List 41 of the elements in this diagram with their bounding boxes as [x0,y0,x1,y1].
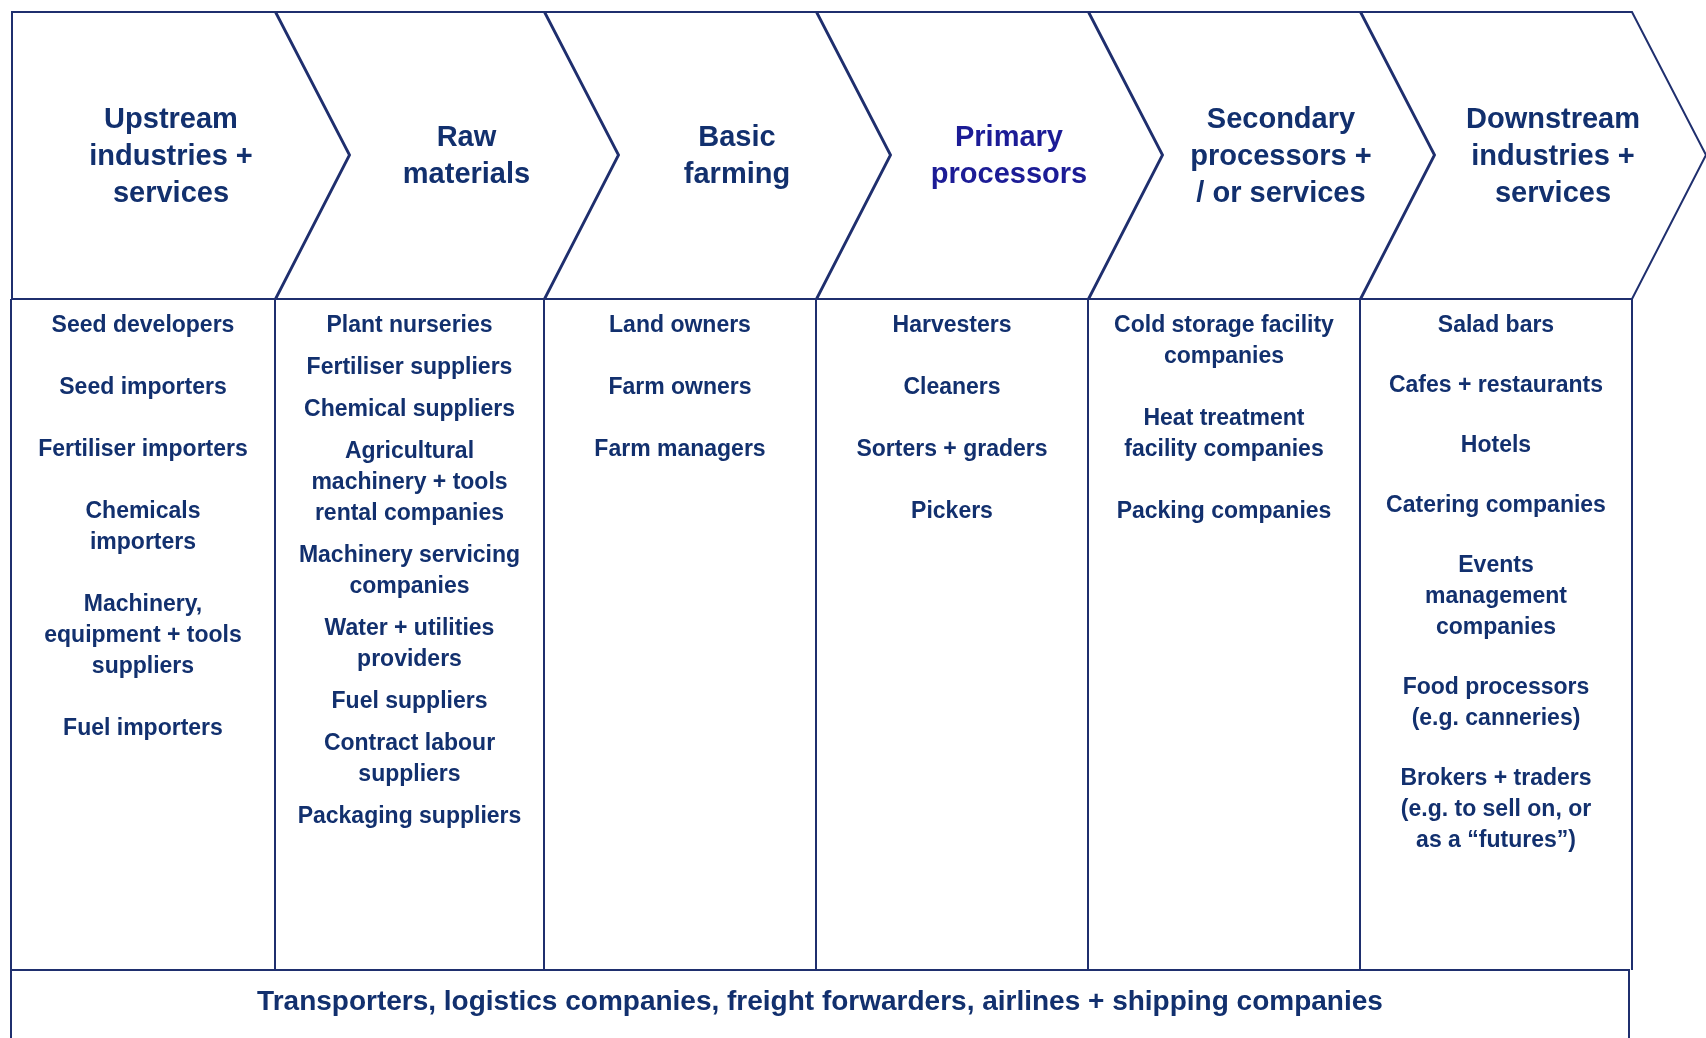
list-item: Land owners [609,310,751,339]
list-item: Fuel importers [63,713,223,742]
list-item: Seed developers [51,310,235,339]
list-item: Events management companies [1424,550,1568,641]
list-item: Water + utilities providers [323,613,496,673]
list-item: Pickers [911,496,993,525]
stage-heading: Downstream industries + services [1464,100,1641,210]
list-item: Farm owners [608,372,752,401]
list-item: Agricultural machinery + tools rental companies [310,436,509,527]
list-item: Fertiliser suppliers [306,352,513,381]
list-item: Fuel suppliers [331,686,488,715]
list-item: Cold storage facility companies [1113,310,1335,370]
footer-band [10,969,1630,1038]
list-item: Contract labour suppliers [322,728,497,788]
stage-heading: Raw materials [401,119,532,191]
stage-heading: Basic farming [682,119,792,191]
stage-heading: Secondary processors + / or services [1189,100,1373,210]
list-item: Salad bars [1437,310,1555,339]
column-panel [1359,299,1633,970]
list-item: Chemical suppliers [304,394,515,423]
list-item: Seed importers [59,372,227,401]
list-item: Chemicals importers [84,496,202,556]
list-item: Packaging suppliers [297,801,522,830]
band-text: Transporters, logistics companies, freight forwarders, airlines + shipping companies [257,984,1383,1018]
list-item: Food processors (e.g. canneries) [1401,672,1591,732]
list-item: Catering companies [1386,490,1606,519]
list-item: Plant nurseries [326,310,493,339]
stage-heading: Upstream industries + services [88,100,254,210]
list-item: Harvesters [892,310,1012,339]
list-item: Cleaners [903,372,1001,401]
list-item: Packing companies [1116,496,1332,525]
list-item: Hotels [1460,430,1532,459]
stage-heading: Primary processors [929,119,1089,191]
list-item: Cafes + restaurants [1388,370,1604,399]
list-item: Machinery, equipment + tools suppliers [43,589,243,680]
list-item: Fertiliser importers [38,434,248,463]
list-item: Heat treatment facility companies [1123,403,1325,463]
list-item: Sorters + graders [856,434,1048,463]
list-item: Machinery servicing companies [297,540,522,600]
list-item: Farm managers [594,434,766,463]
list-item: Brokers + traders (e.g. to sell on, or as a “futures”) [1399,763,1593,854]
